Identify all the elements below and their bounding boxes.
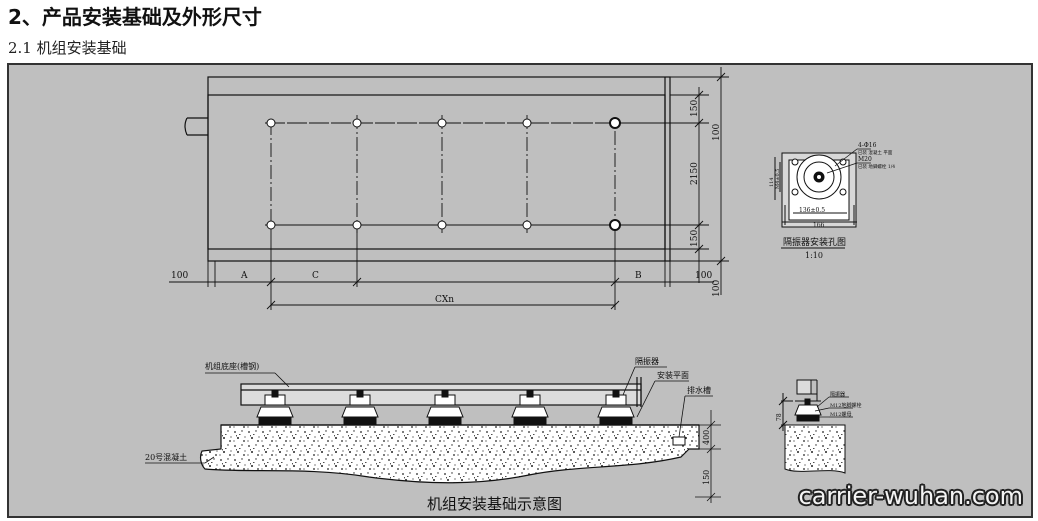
foundation-drawing: 150 2150 150 100 100 100 A C CXn B 100 xyxy=(7,63,1033,518)
detail-caption: 隔振器安装孔图 xyxy=(783,236,846,248)
plan-right-dimensions xyxy=(621,67,729,295)
dim-100-right-top: 100 xyxy=(712,124,722,141)
label-b: B xyxy=(635,271,642,281)
label-a: A xyxy=(240,271,248,281)
detail-dim-v-outer: 114 xyxy=(769,177,775,187)
dim-400: 400 xyxy=(702,430,711,445)
label-base: 机组底座(槽钢) xyxy=(205,361,259,371)
isolator xyxy=(256,390,294,426)
side-dim-78: 78 xyxy=(776,413,783,421)
dim-150-bottom: 150 xyxy=(690,230,700,247)
isolator xyxy=(426,390,464,426)
detail-note-hole-sub: 已装 混凝土 平面 xyxy=(858,149,893,156)
label-concrete: 20号混凝土 xyxy=(145,452,187,462)
label-plane: 安装平面 xyxy=(657,370,689,380)
watermark: carrier-wuhan.com xyxy=(798,482,1024,510)
detail-scale: 1:10 xyxy=(805,251,823,260)
side-note-nut: M12螺母 xyxy=(830,411,851,418)
label-drain: 排水槽 xyxy=(687,385,711,395)
dim-100-left: 100 xyxy=(171,271,188,281)
plan-bottom-dimensions xyxy=(169,229,714,310)
dim-100-right-bottom: 100 xyxy=(712,280,722,297)
plan-view xyxy=(184,76,671,262)
detail-dim-outer: 166 xyxy=(813,222,825,229)
label-c: C xyxy=(312,271,319,281)
bolt-hole xyxy=(437,220,447,230)
isolator xyxy=(597,390,635,426)
dim-150-top: 150 xyxy=(690,100,700,117)
dim-100-right: 100 xyxy=(695,271,712,281)
plan-outer-frame xyxy=(207,76,671,262)
detail-note-bolt-sub: 已装 地脚螺栓 1/4 xyxy=(858,163,895,170)
detail-note-bolt: M20 xyxy=(858,156,872,163)
section-leaders xyxy=(145,366,721,503)
bolt-holes xyxy=(266,117,621,231)
label-isolator: 隔振器 xyxy=(635,356,659,366)
bolt-hole xyxy=(266,220,276,230)
label-cxn: CXn xyxy=(435,295,454,305)
dim-150-section: 150 xyxy=(702,470,711,485)
bolt-hole xyxy=(266,118,276,128)
bolt-hole xyxy=(609,117,621,129)
bolt-hole xyxy=(522,118,532,128)
isolator-hole-detail xyxy=(774,148,871,228)
plan-inner-frame xyxy=(207,94,666,250)
detail-dim-v-inner: M4±0.5 xyxy=(775,169,781,189)
dim-2150: 2150 xyxy=(690,162,700,185)
isolator xyxy=(341,390,379,426)
bolt-hole xyxy=(609,219,621,231)
subsection-title: 2.1 机组安装基础 xyxy=(8,39,127,57)
side-detail xyxy=(778,379,853,474)
bolt-hole xyxy=(352,118,362,128)
side-note-isolator: 隔振器 xyxy=(830,391,845,398)
bolt-hole xyxy=(437,118,447,128)
concrete-foundation xyxy=(199,424,700,484)
isolators xyxy=(256,390,635,426)
bolt-centerline xyxy=(270,122,616,226)
diagram-caption: 机组安装基础示意图 xyxy=(427,495,562,513)
drawing-canvas: 150 2150 150 100 100 100 A C CXn B 100 xyxy=(145,67,895,513)
bolt-hole xyxy=(352,220,362,230)
section-title: 2、产品安装基础及外形尺寸 xyxy=(8,5,262,29)
detail-note-hole: 4-Φ16 xyxy=(858,142,877,149)
bolt-hole xyxy=(522,220,532,230)
drain-groove xyxy=(672,436,686,446)
detail-dim-inner: 136±0.5 xyxy=(799,207,825,214)
isolator xyxy=(511,390,549,426)
side-note-bolt: M12地脚螺栓 xyxy=(830,402,861,409)
